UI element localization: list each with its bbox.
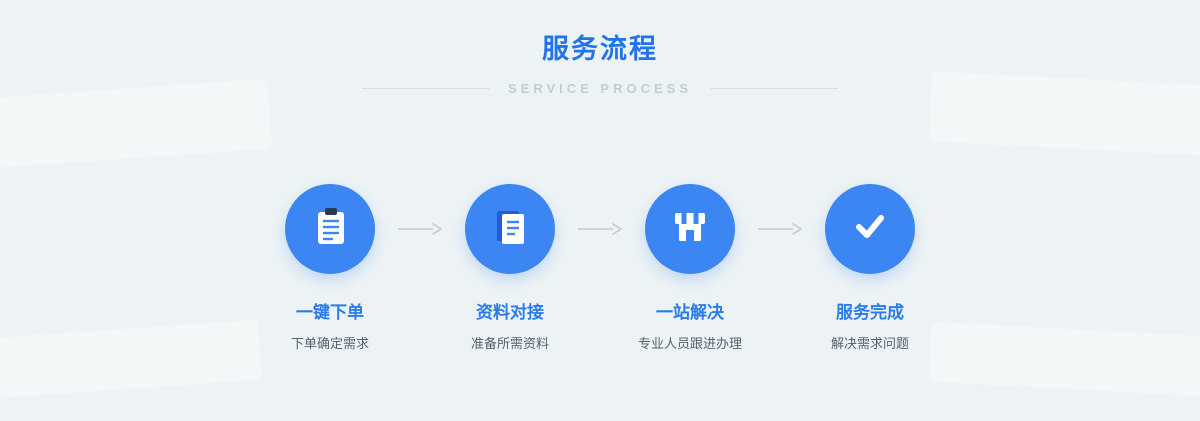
subtitle-divider-right [710,88,839,89]
step-order: 一键下单 下单确定需求 [269,184,391,352]
step-circle [285,184,375,274]
step-title: 一站解决 [656,303,724,322]
arrow-right-icon [391,184,449,274]
step-complete: 服务完成 解决需求问题 [809,184,931,352]
checkmark-icon [847,204,893,255]
step-description: 专业人员跟进办理 [637,336,742,351]
step-one-stop: 一站解决 专业人员跟进办理 [629,184,751,352]
arrow-right-icon [571,184,629,274]
page-title: 服务流程 [542,34,658,64]
arrow-right-icon [751,184,809,274]
step-circle [465,184,555,274]
step-title: 服务完成 [836,303,904,322]
step-circle [825,184,915,274]
documents-icon [488,205,532,254]
process-steps: 一键下单 下单确定需求 资料对接 准备所需资料 [0,184,1200,352]
step-circle [645,184,735,274]
step-title: 一键下单 [296,303,364,322]
step-description: 下单确定需求 [290,336,369,351]
subtitle-divider-left [361,88,490,89]
subtitle-row: SERVICE PROCESS [0,81,1200,96]
page-subtitle: SERVICE PROCESS [507,81,693,96]
section-header: 服务流程 SERVICE PROCESS [0,0,1200,96]
storefront-icon [668,205,712,254]
clipboard-icon [308,205,352,254]
step-materials: 资料对接 准备所需资料 [449,184,571,352]
step-description: 解决需求问题 [830,336,909,351]
step-description: 准备所需资料 [470,336,549,351]
step-title: 资料对接 [476,303,544,322]
